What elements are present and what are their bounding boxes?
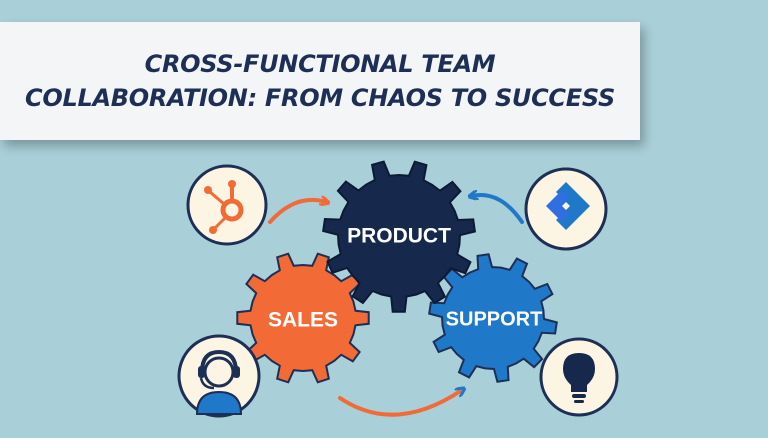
jira-logo-icon bbox=[524, 167, 608, 251]
hubspot-logo-icon bbox=[186, 164, 268, 246]
gear-support-label: SUPPORT bbox=[446, 308, 543, 330]
gear-support: SUPPORT bbox=[428, 253, 558, 383]
headset-agent-icon bbox=[177, 334, 261, 418]
gear-sales-label: SALES bbox=[268, 309, 338, 332]
gear-product-label: PRODUCT bbox=[347, 225, 451, 248]
arrow-jira-to-product bbox=[472, 195, 524, 224]
gear-product: PRODUCT bbox=[322, 160, 477, 313]
gear-sales: SALES bbox=[236, 252, 370, 384]
arrow-sales-to-support bbox=[338, 390, 462, 417]
title-banner: CROSS-FUNCTIONAL TEAM COLLABORATION: FRO… bbox=[0, 22, 640, 140]
arrow-hubspot-to-product bbox=[268, 200, 326, 224]
title-line-2: COLLABORATION: FROM CHAOS TO SUCCESS bbox=[25, 84, 615, 112]
title-line-1: CROSS-FUNCTIONAL TEAM bbox=[144, 50, 496, 78]
lightbulb-icon bbox=[539, 337, 619, 417]
